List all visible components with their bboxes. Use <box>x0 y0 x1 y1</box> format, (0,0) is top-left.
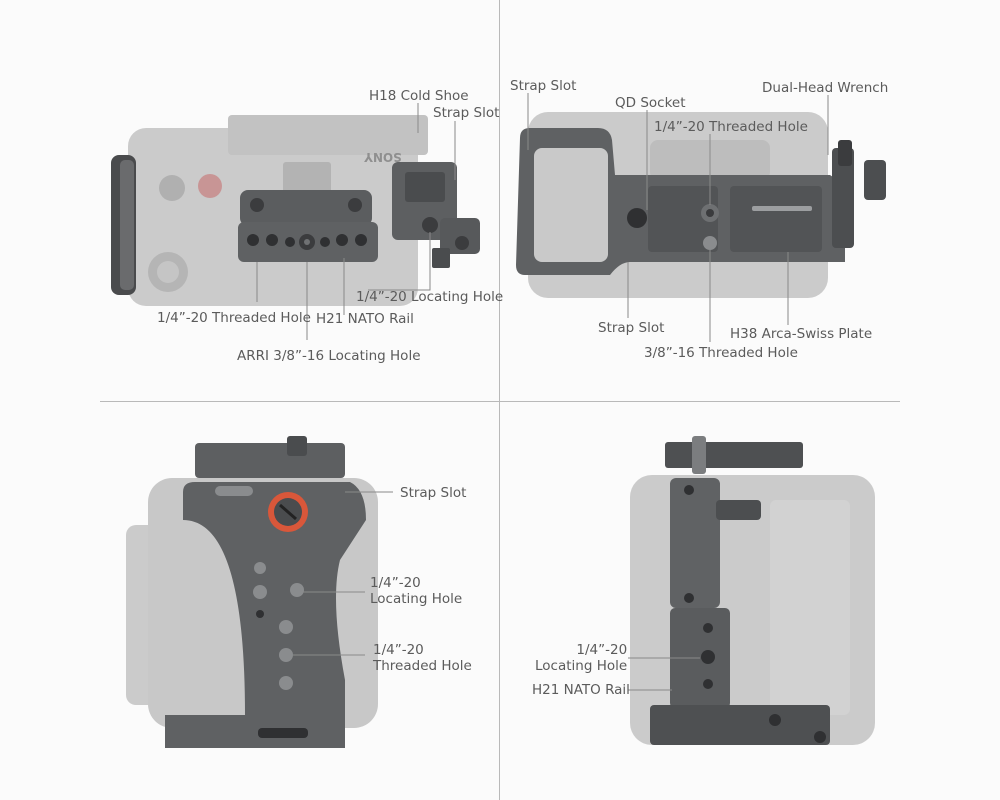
label-strap-slot-tl: Strap Slot <box>433 105 500 121</box>
label-locating-hole-br: 1/4”-20 Locating Hole <box>535 642 627 674</box>
side-grip-cage <box>165 436 366 748</box>
label-wrench: Dual-Head Wrench <box>762 80 889 96</box>
label-locating-hole-br-line1: 1/4”-20 <box>576 642 628 658</box>
label-qd-socket: QD Socket <box>615 95 686 111</box>
label-threaded-hole-bl-line1: 1/4”-20 <box>373 642 424 658</box>
label-nato-rail-tl: H21 NATO Rail <box>316 311 414 327</box>
label-locating-hole-br-line2: Locating Hole <box>535 658 628 674</box>
horizontal-divider <box>100 401 900 402</box>
label-threaded-hole-bl: 1/4”-20 Threaded Hole <box>373 642 472 674</box>
label-threaded-hole-tl: 1/4”-20 Threaded Hole <box>157 310 311 326</box>
label-strap-slot-bl: Strap Slot <box>400 485 467 501</box>
bottom-cage-plate <box>516 128 886 275</box>
label-arca-plate: H38 Arca-Swiss Plate <box>730 326 873 342</box>
leader-lines <box>256 93 829 691</box>
vertical-divider <box>499 0 500 800</box>
label-cold-shoe: H18 Cold Shoe <box>369 88 469 104</box>
label-locating-hole-tl: 1/4”-20 Locating Hole <box>356 289 504 305</box>
label-locating-hole-bl-line1: 1/4”-20 <box>370 575 421 591</box>
label-strap-slot-tr-top: Strap Slot <box>510 78 577 94</box>
label-arri-hole: ARRI 3/8”-16 Locating Hole <box>237 348 421 364</box>
label-nato-rail-br: H21 NATO Rail <box>532 682 630 698</box>
label-threaded-hole-tr: 1/4”-20 Threaded Hole <box>654 119 808 135</box>
label-locating-hole-bl: 1/4”-20 Locating Hole <box>370 575 462 607</box>
brand-logo: SONY <box>364 150 402 164</box>
label-strap-slot-tr-bottom: Strap Slot <box>598 320 665 336</box>
label-threaded-hole-3-8: 3/8”-16 Threaded Hole <box>644 345 798 361</box>
top-handle-cage <box>238 162 480 268</box>
label-locating-hole-bl-line2: Locating Hole <box>370 591 463 607</box>
label-threaded-hole-bl-line2: Threaded Hole <box>373 658 472 674</box>
rear-side-cage <box>650 436 830 745</box>
